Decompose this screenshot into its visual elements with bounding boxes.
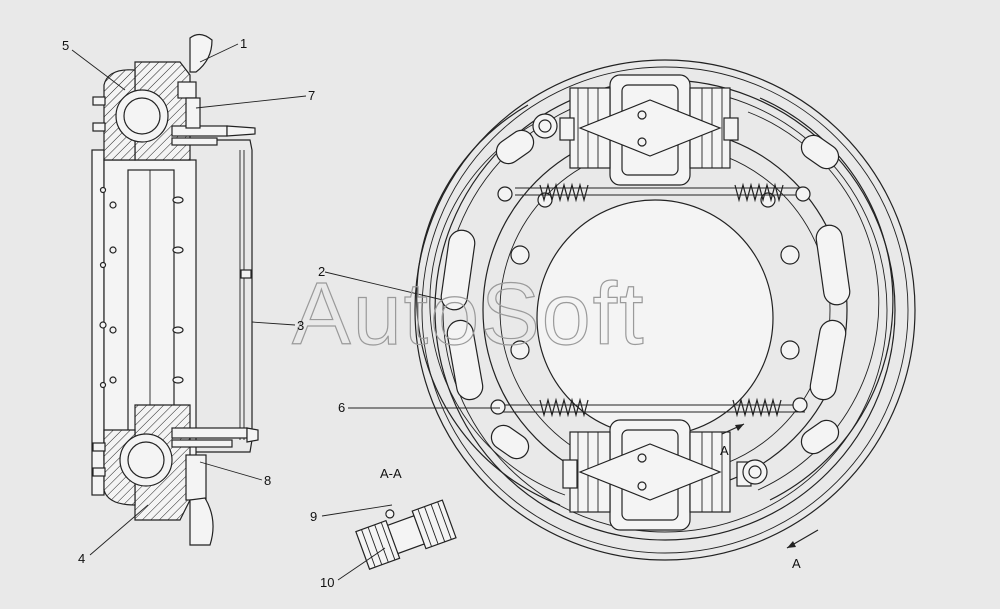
upper-anchor bbox=[92, 33, 256, 161]
callout-5: 5 bbox=[62, 38, 69, 53]
bottom-wheel-cylinder bbox=[562, 419, 768, 531]
callout-7: 7 bbox=[308, 88, 315, 103]
top-wheel-cylinder bbox=[532, 74, 739, 186]
leader-lines bbox=[71, 43, 500, 581]
front-view bbox=[414, 59, 916, 561]
section-aa-detail bbox=[355, 499, 457, 570]
callout-9: 9 bbox=[310, 509, 317, 524]
section-marker-upper: A bbox=[720, 443, 729, 458]
hub-bolt-holes bbox=[510, 192, 800, 360]
callout-4: 4 bbox=[78, 551, 85, 566]
section-marker-lower: A bbox=[792, 556, 801, 571]
lower-return-spring bbox=[490, 397, 808, 418]
lower-anchor bbox=[92, 404, 259, 546]
callout-6: 6 bbox=[338, 400, 345, 415]
body-holes bbox=[99, 186, 184, 389]
upper-return-spring bbox=[497, 182, 811, 203]
side-section-view bbox=[91, 33, 259, 546]
section-title: A-A bbox=[380, 466, 402, 481]
callout-10: 10 bbox=[320, 575, 334, 590]
callout-2: 2 bbox=[318, 264, 325, 279]
watermark-text: AutoSoft bbox=[292, 264, 646, 363]
callout-3: 3 bbox=[297, 318, 304, 333]
callout-1: 1 bbox=[240, 36, 247, 51]
plate-slots bbox=[440, 129, 851, 460]
callout-8: 8 bbox=[264, 473, 271, 488]
